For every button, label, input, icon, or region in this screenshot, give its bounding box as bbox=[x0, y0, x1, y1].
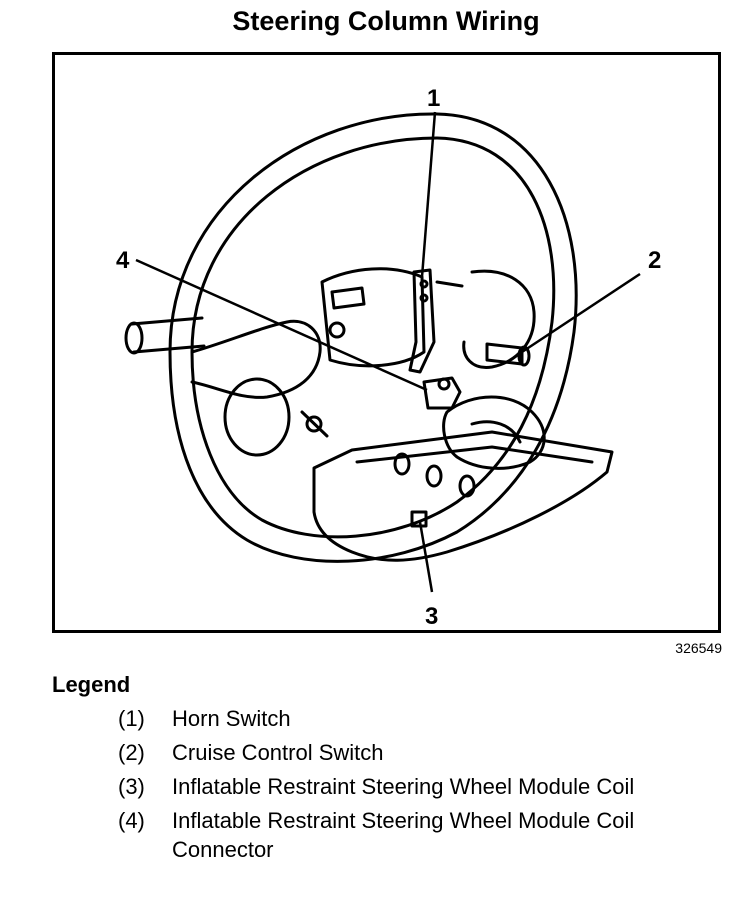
legend-item: (1) Horn Switch bbox=[118, 704, 738, 733]
legend-heading: Legend bbox=[52, 672, 131, 697]
column-shaft-end bbox=[124, 321, 144, 355]
legend-item-text: Horn Switch bbox=[172, 706, 291, 731]
legend-list: (1) Horn Switch (2) Cruise Control Switc… bbox=[118, 704, 738, 869]
callout-2-label: 2 bbox=[648, 247, 661, 274]
hub-window bbox=[330, 286, 366, 310]
callout-2-leader bbox=[521, 272, 641, 354]
callout-4-leader bbox=[135, 258, 428, 392]
coil-tab bbox=[410, 510, 428, 528]
legend-item-text: Inflatable Restraint Steering Wheel Modu… bbox=[172, 808, 635, 862]
legend-item-number: (2) bbox=[118, 740, 145, 765]
legend-item-text: Cruise Control Switch bbox=[172, 740, 384, 765]
right-spoke bbox=[462, 269, 536, 369]
cruise-switch-tip bbox=[517, 345, 531, 367]
legend-item: (2) Cruise Control Switch bbox=[118, 738, 738, 767]
module-base-inner bbox=[355, 445, 594, 464]
callout-1-leader bbox=[420, 111, 437, 278]
wheel-rim-inner bbox=[190, 136, 556, 539]
legend-item-text: Inflatable Restraint Steering Wheel Modu… bbox=[172, 774, 635, 799]
callout-3-leader bbox=[418, 521, 434, 593]
horn-switch bbox=[408, 268, 436, 374]
legend-item: (3) Inflatable Restraint Steering Wheel … bbox=[118, 772, 738, 801]
left-spoke bbox=[190, 319, 322, 399]
module-base bbox=[312, 430, 614, 562]
callout-4-label: 4 bbox=[116, 247, 130, 274]
wheel-rim-outer bbox=[168, 112, 578, 563]
legend-item-number: (4) bbox=[118, 808, 145, 833]
figure-id: 326549 bbox=[675, 640, 722, 656]
hub-housing bbox=[320, 267, 426, 368]
callout-1-label: 1 bbox=[427, 85, 440, 112]
figure-frame: 1 2 3 4 bbox=[52, 52, 721, 633]
coil-connector-block bbox=[422, 376, 462, 410]
legend-item: (4) Inflatable Restraint Steering Wheel … bbox=[118, 806, 738, 864]
legend-item-number: (3) bbox=[118, 774, 145, 799]
coil-dome bbox=[442, 395, 546, 470]
callout-3-label: 3 bbox=[425, 603, 438, 630]
left-spoke-cap bbox=[223, 377, 291, 457]
legend-item-number: (1) bbox=[118, 706, 145, 731]
diagram-title: Steering Column Wiring bbox=[232, 6, 540, 36]
steering-wheel-illustration: 1 2 3 4 bbox=[116, 85, 661, 630]
column-shaft bbox=[130, 316, 206, 354]
